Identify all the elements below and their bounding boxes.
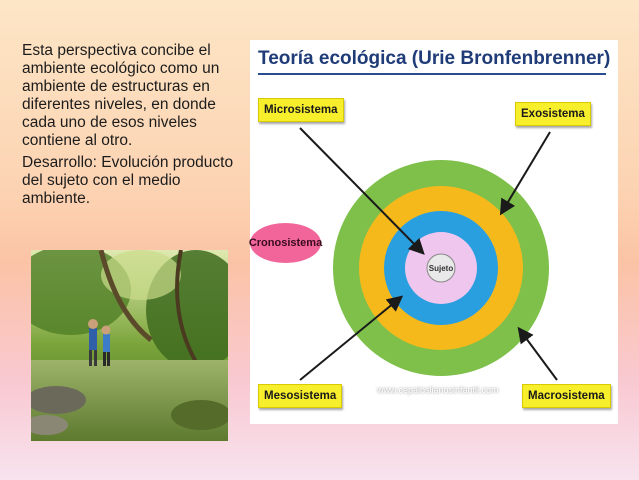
paragraph-desarrollo: Desarrollo: Evolución producto del sujet…: [22, 154, 234, 207]
arrow-macrosistema: [517, 326, 558, 381]
photo-illustration: [31, 250, 228, 441]
label-exosistema: Exosistema: [515, 102, 591, 126]
slide-text: Esta perspectiva concibe el ambiente eco…: [22, 42, 244, 212]
ecological-theory-figure: Teoría ecológica (Urie Bronfenbrenner) S…: [249, 40, 618, 424]
sujeto-label: Sujeto: [429, 264, 454, 273]
arrow-exosistema: [499, 131, 551, 216]
label-macrosistema: Macrosistema: [522, 384, 611, 408]
arrow-microsistema: [299, 127, 425, 255]
figure-title: Teoría ecológica (Urie Bronfenbrenner): [258, 48, 611, 69]
concentric-rings-diagram: Sujeto: [299, 127, 558, 381]
label-mesosistema: Mesosistema: [258, 384, 343, 408]
watermark: www.cepaloslianosinfantil.com: [377, 385, 499, 395]
paragraph-perspectiva: Esta perspectiva concibe el ambiente eco…: [22, 42, 220, 149]
label-cronosistema: Cronosistema: [249, 223, 322, 263]
forest-stream-photo: [31, 250, 228, 441]
title-underline: [258, 73, 606, 75]
sujeto-node: [426, 253, 456, 283]
label-microsistema: Microsistema: [258, 98, 344, 122]
arrow-mesosistema: [299, 295, 404, 381]
